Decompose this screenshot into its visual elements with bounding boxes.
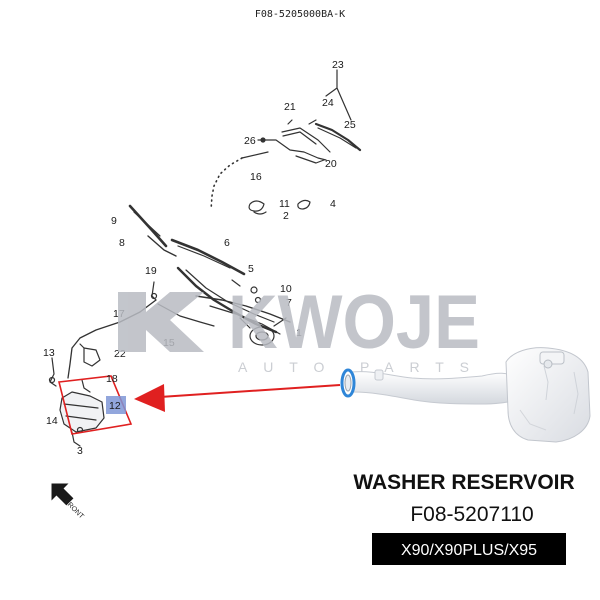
parts-line-art: [48, 69, 362, 447]
callout-14: 14: [46, 415, 58, 427]
callout-2: 2: [283, 210, 289, 222]
front-label: FRONT: [63, 498, 86, 521]
washer-reservoir-photo: [340, 347, 591, 443]
callout-3: 3: [77, 445, 83, 457]
callout-7: 7: [286, 297, 292, 309]
watermark: KWOJE AUTO PARTS: [118, 280, 480, 375]
callout-12-highlight: [106, 396, 126, 414]
model-badge: [372, 533, 566, 565]
callout-22: 22: [114, 348, 126, 360]
callout-12: 12: [109, 400, 121, 412]
callout-10: 10: [280, 283, 292, 295]
watermark-brand: KWOJE: [228, 280, 480, 365]
callout-24: 24: [322, 97, 334, 109]
pointer-arrow: [134, 384, 341, 412]
callout-11: 11: [279, 198, 290, 210]
callout-9: 9: [111, 215, 117, 227]
callout-20: 20: [325, 158, 337, 170]
callout-5: 5: [248, 263, 254, 275]
callout-6: 6: [224, 237, 230, 249]
callout-16: 16: [250, 171, 262, 183]
callout-19: 19: [145, 265, 157, 277]
callout-8: 8: [119, 237, 125, 249]
diagram-ref-code: F08-5205000BA-K: [255, 9, 345, 20]
front-arrow-icon: [51, 483, 74, 506]
highlight-box: [58, 375, 133, 435]
front-indicator: FRONT: [51, 483, 86, 521]
callout-25: 25: [344, 119, 356, 131]
product-part-number: F08-5207110: [410, 503, 533, 526]
callout-21: 21: [284, 101, 296, 113]
callout-13: 13: [43, 347, 55, 359]
watermark-k-mark: [118, 292, 204, 352]
callout-4: 4: [330, 198, 336, 210]
product-name: WASHER RESERVOIR: [353, 471, 574, 494]
callout-23: 23: [332, 59, 344, 71]
callout-26: 26: [244, 135, 256, 147]
callout-1: 1: [296, 327, 302, 339]
product-models: X90/X90PLUS/X95: [401, 542, 537, 559]
callout-18: 18: [106, 373, 118, 385]
